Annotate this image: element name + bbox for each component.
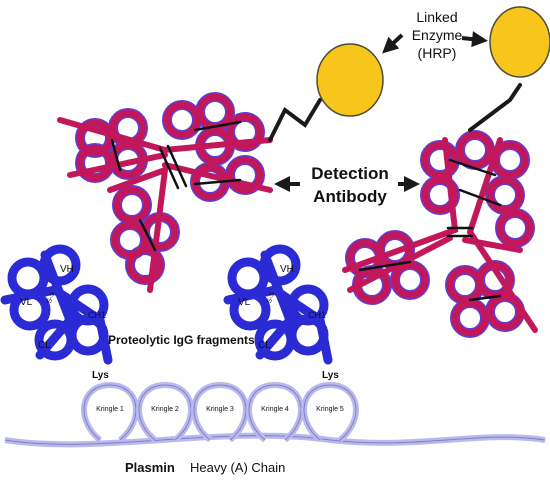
vl-label-left: VL	[20, 297, 33, 308]
cl-label-right: CL	[258, 340, 271, 351]
enzyme-label-line2: Enzyme	[412, 27, 463, 43]
ss-bond-left: S-S	[46, 291, 57, 305]
kringle-label: Kringle 2	[151, 406, 179, 413]
ss-bond-right: S-S	[266, 291, 277, 305]
arrow-to-enzyme-left	[382, 33, 404, 54]
detection-label-line2: Antibody	[313, 187, 387, 206]
vl-label-right: VL	[238, 297, 251, 308]
igg-fragment-left: VH VL CH1 CL	[0, 244, 113, 365]
kringle-loop-outline	[193, 384, 247, 441]
heavy-chain-label: Heavy (A) Chain	[190, 460, 285, 475]
plasmin-label: Plasmin	[125, 460, 175, 475]
kringle-loop-outline	[248, 384, 302, 441]
igg-fragment-right: VH VL CH1 CL	[223, 244, 333, 365]
fragments-label: Proteolytic IgG fragments	[108, 333, 255, 347]
vh-label-left: VH	[60, 264, 74, 275]
lys-label-left: Lys	[92, 370, 109, 381]
kringle-label: Kringle 5	[316, 406, 344, 413]
kringle-loop-outline	[83, 384, 137, 441]
detection-antibody-left	[57, 92, 322, 293]
kringle-label: Kringle 3	[206, 406, 234, 413]
arrows	[274, 31, 488, 192]
kringle-loop-outline	[138, 384, 192, 441]
kringle-label: Kringle 4	[261, 406, 289, 413]
enzyme-left	[316, 43, 384, 117]
detection-label-line1: Detection	[311, 164, 388, 183]
detection-antibody-right	[342, 83, 538, 338]
plasmin-chain	[4, 381, 546, 448]
enzyme-right	[489, 6, 550, 78]
arrow-to-enzyme-right	[461, 31, 488, 48]
kringle-loop-outline	[303, 384, 357, 441]
enzyme-label-line3: (HRP)	[418, 45, 457, 61]
cl-label-left: CL	[38, 340, 51, 351]
ch1-label-left: CH1	[88, 310, 106, 320]
kringle-label: Kringle 1	[96, 406, 124, 413]
lys-label-right: Lys	[322, 370, 339, 381]
enzyme-label-line1: Linked	[416, 9, 457, 25]
vh-label-right: VH	[280, 264, 294, 275]
ch1-label-right: CH1	[308, 310, 326, 320]
